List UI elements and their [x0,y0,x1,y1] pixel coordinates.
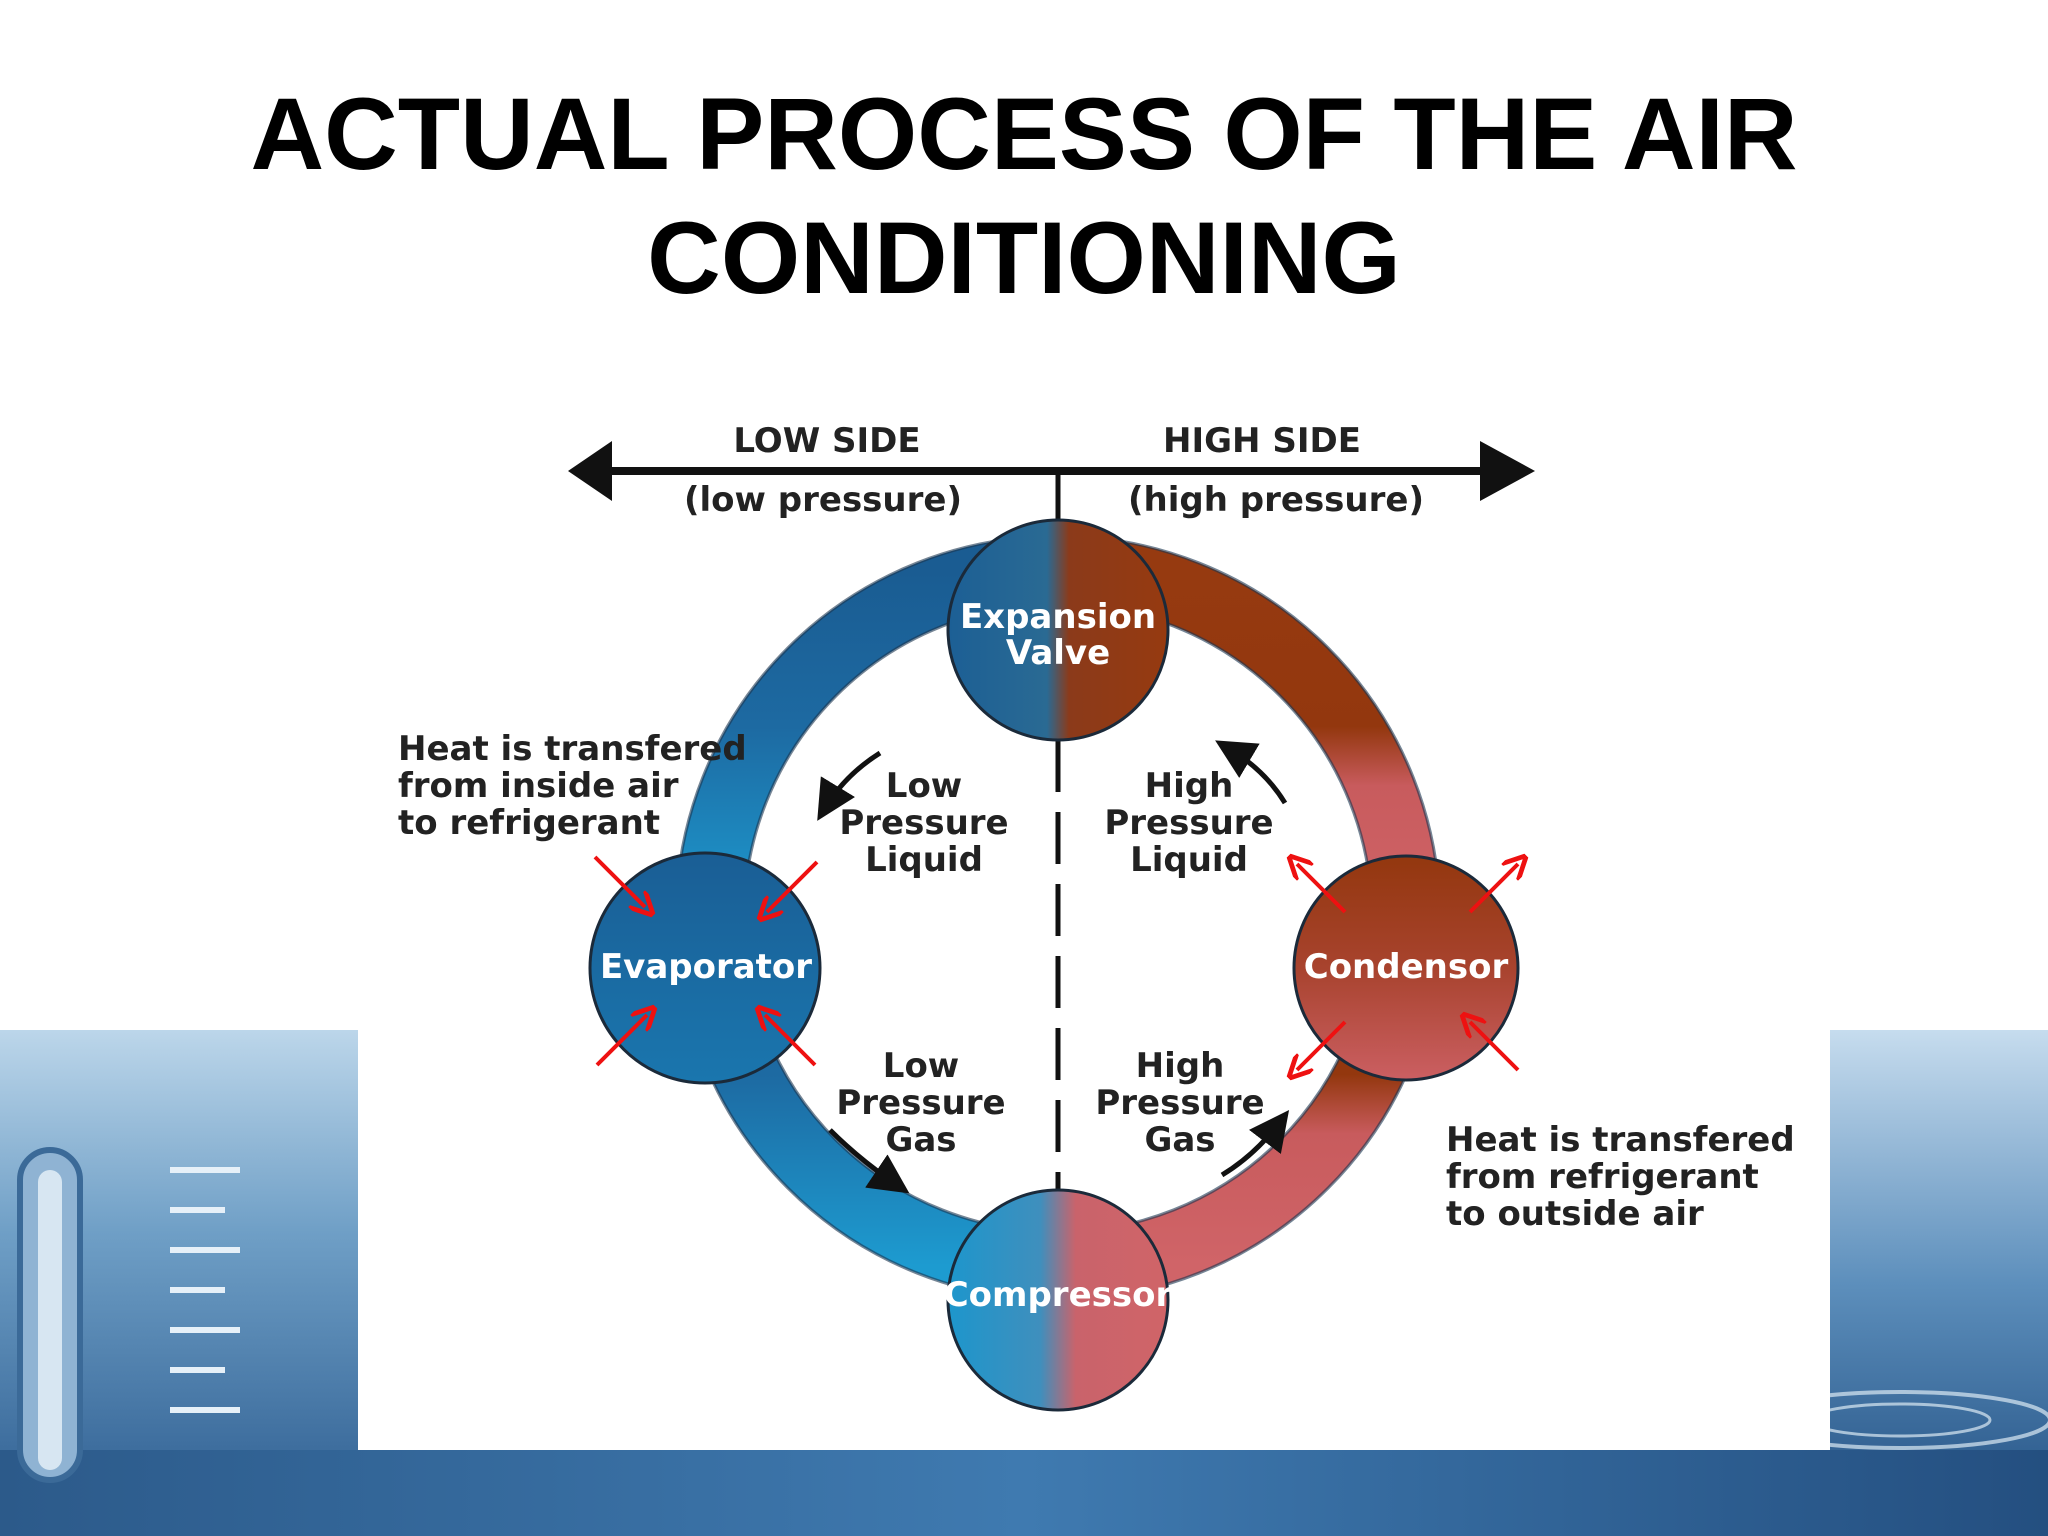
evaporator-label: Evaporator [600,947,812,987]
low-side-sublabel: (low pressure) [684,480,962,520]
condensor-label: Condensor [1304,947,1509,987]
slide-title: ACTUAL PROCESS OF THE AIR CONDITIONING [0,72,2048,320]
state-high-pressure-gas: High Pressure Gas [1095,1046,1264,1160]
compressor-label: Compressor [944,1275,1173,1315]
compressor-node: Compressor [944,1188,1173,1412]
note-heat-to-outside: Heat is transfered from refrigerant to o… [1446,1120,1795,1234]
state-low-pressure-gas: Low Pressure Gas [836,1046,1005,1160]
heat-arrow-cond-out-3 [1297,1020,1347,1070]
svg-text:from inside air: from inside air [398,766,679,806]
title-line-1: ACTUAL PROCESS OF THE AIR [250,77,1798,191]
thermometer-graphic [17,1147,240,1483]
low-side-label: LOW SIDE [733,421,920,461]
svg-text:Liquid: Liquid [865,840,983,880]
pressure-axis [568,441,1535,530]
svg-text:High: High [1145,766,1234,806]
flow-arrow-high-gas [1220,1110,1290,1178]
high-side-label: HIGH SIDE [1163,421,1361,461]
svg-text:Pressure: Pressure [839,803,1008,843]
svg-text:Heat is transfered: Heat is transfered [398,729,747,769]
heat-arrows [593,855,1520,1072]
svg-text:Gas: Gas [1144,1120,1215,1160]
expansion-valve-node: Expansion Valve [946,518,1170,742]
svg-text:from refrigerant: from refrigerant [1446,1157,1759,1197]
heat-arrow-evap-in-3 [595,1015,647,1067]
svg-text:to outside air: to outside air [1446,1194,1704,1234]
expansion-valve-label-2: Valve [1006,633,1110,673]
high-side-sublabel: (high pressure) [1128,480,1424,520]
axis-left-arrowhead [568,441,612,501]
flow-arrows [817,740,1290,1194]
svg-text:Pressure: Pressure [1104,803,1273,843]
heat-arrow-cond-out-2 [1468,864,1518,914]
state-low-pressure-liquid: Low Pressure Liquid [839,766,1008,880]
heat-arrow-cond-out-1 [1297,864,1347,914]
flow-arrow-high-liquid [1215,740,1288,805]
svg-text:Liquid: Liquid [1130,840,1248,880]
svg-text:Pressure: Pressure [836,1083,1005,1123]
axis-right-arrowhead [1480,441,1535,501]
expansion-valve-label-1: Expansion [960,597,1156,637]
svg-text:Heat is transfered: Heat is transfered [1446,1120,1795,1160]
svg-text:Pressure: Pressure [1095,1083,1264,1123]
state-high-pressure-liquid: High Pressure Liquid [1104,766,1273,880]
flow-arrow-low-liquid [817,750,882,821]
note-heat-from-inside: Heat is transfered from inside air to re… [398,729,747,843]
title-line-2: CONDITIONING [647,201,1401,315]
svg-text:to refrigerant: to refrigerant [398,803,660,843]
heat-arrow-cond-in-4 [1470,1022,1520,1072]
flow-arrow-low-gas [828,1128,910,1194]
heat-arrow-evap-in-4 [765,1015,817,1067]
svg-text:Low: Low [886,766,962,806]
condensor-node: Condensor [1292,854,1520,1082]
svg-text:High: High [1136,1046,1225,1086]
heat-arrow-evap-in-1 [593,855,645,907]
heat-arrow-evap-in-2 [767,860,819,912]
svg-text:Gas: Gas [885,1120,956,1160]
svg-text:Low: Low [883,1046,959,1086]
